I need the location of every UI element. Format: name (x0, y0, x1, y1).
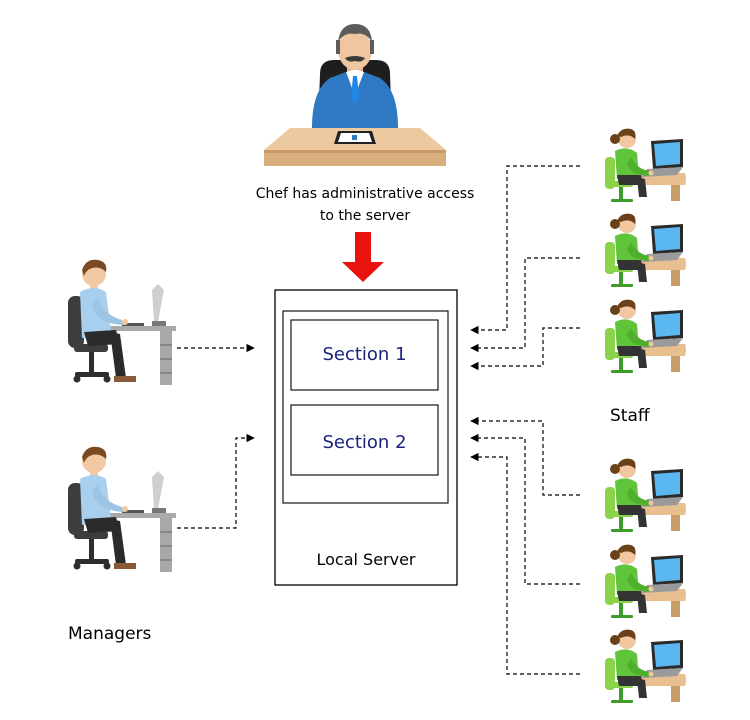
staff-3-connector (470, 327, 580, 371)
staff-figure-1 (605, 128, 686, 202)
staff-figure-6 (605, 629, 686, 703)
manager-2-connector (177, 433, 255, 529)
manager-figure-1 (68, 259, 176, 385)
chef-caption-line-2: to the server (319, 208, 411, 224)
chef-figure (264, 24, 446, 166)
staff-4-connector (470, 416, 580, 496)
section-2-box (290, 404, 439, 476)
chef-caption: Chef has administrative access to the se… (235, 183, 495, 227)
staff-6-connector (470, 452, 580, 675)
staff-label: Staff (610, 406, 650, 426)
red-down-arrow (342, 232, 384, 282)
managers-label: Managers (68, 624, 152, 644)
server-label: Local Server (316, 550, 416, 569)
staff-5-connector (470, 433, 580, 585)
manager-figure-2 (68, 446, 176, 572)
staff-figure-4 (605, 458, 686, 532)
staff-figure-2 (605, 213, 686, 287)
section-1-label: Section 1 (322, 344, 407, 365)
staff-figure-3 (605, 299, 686, 373)
chef-caption-line-1: Chef has administrative access (255, 186, 475, 202)
staff-1-connector (470, 165, 580, 335)
section-1-box (290, 319, 439, 391)
staff-2-connector (470, 257, 580, 353)
section-2-label: Section 2 (322, 432, 407, 453)
staff-figure-5 (605, 544, 686, 618)
